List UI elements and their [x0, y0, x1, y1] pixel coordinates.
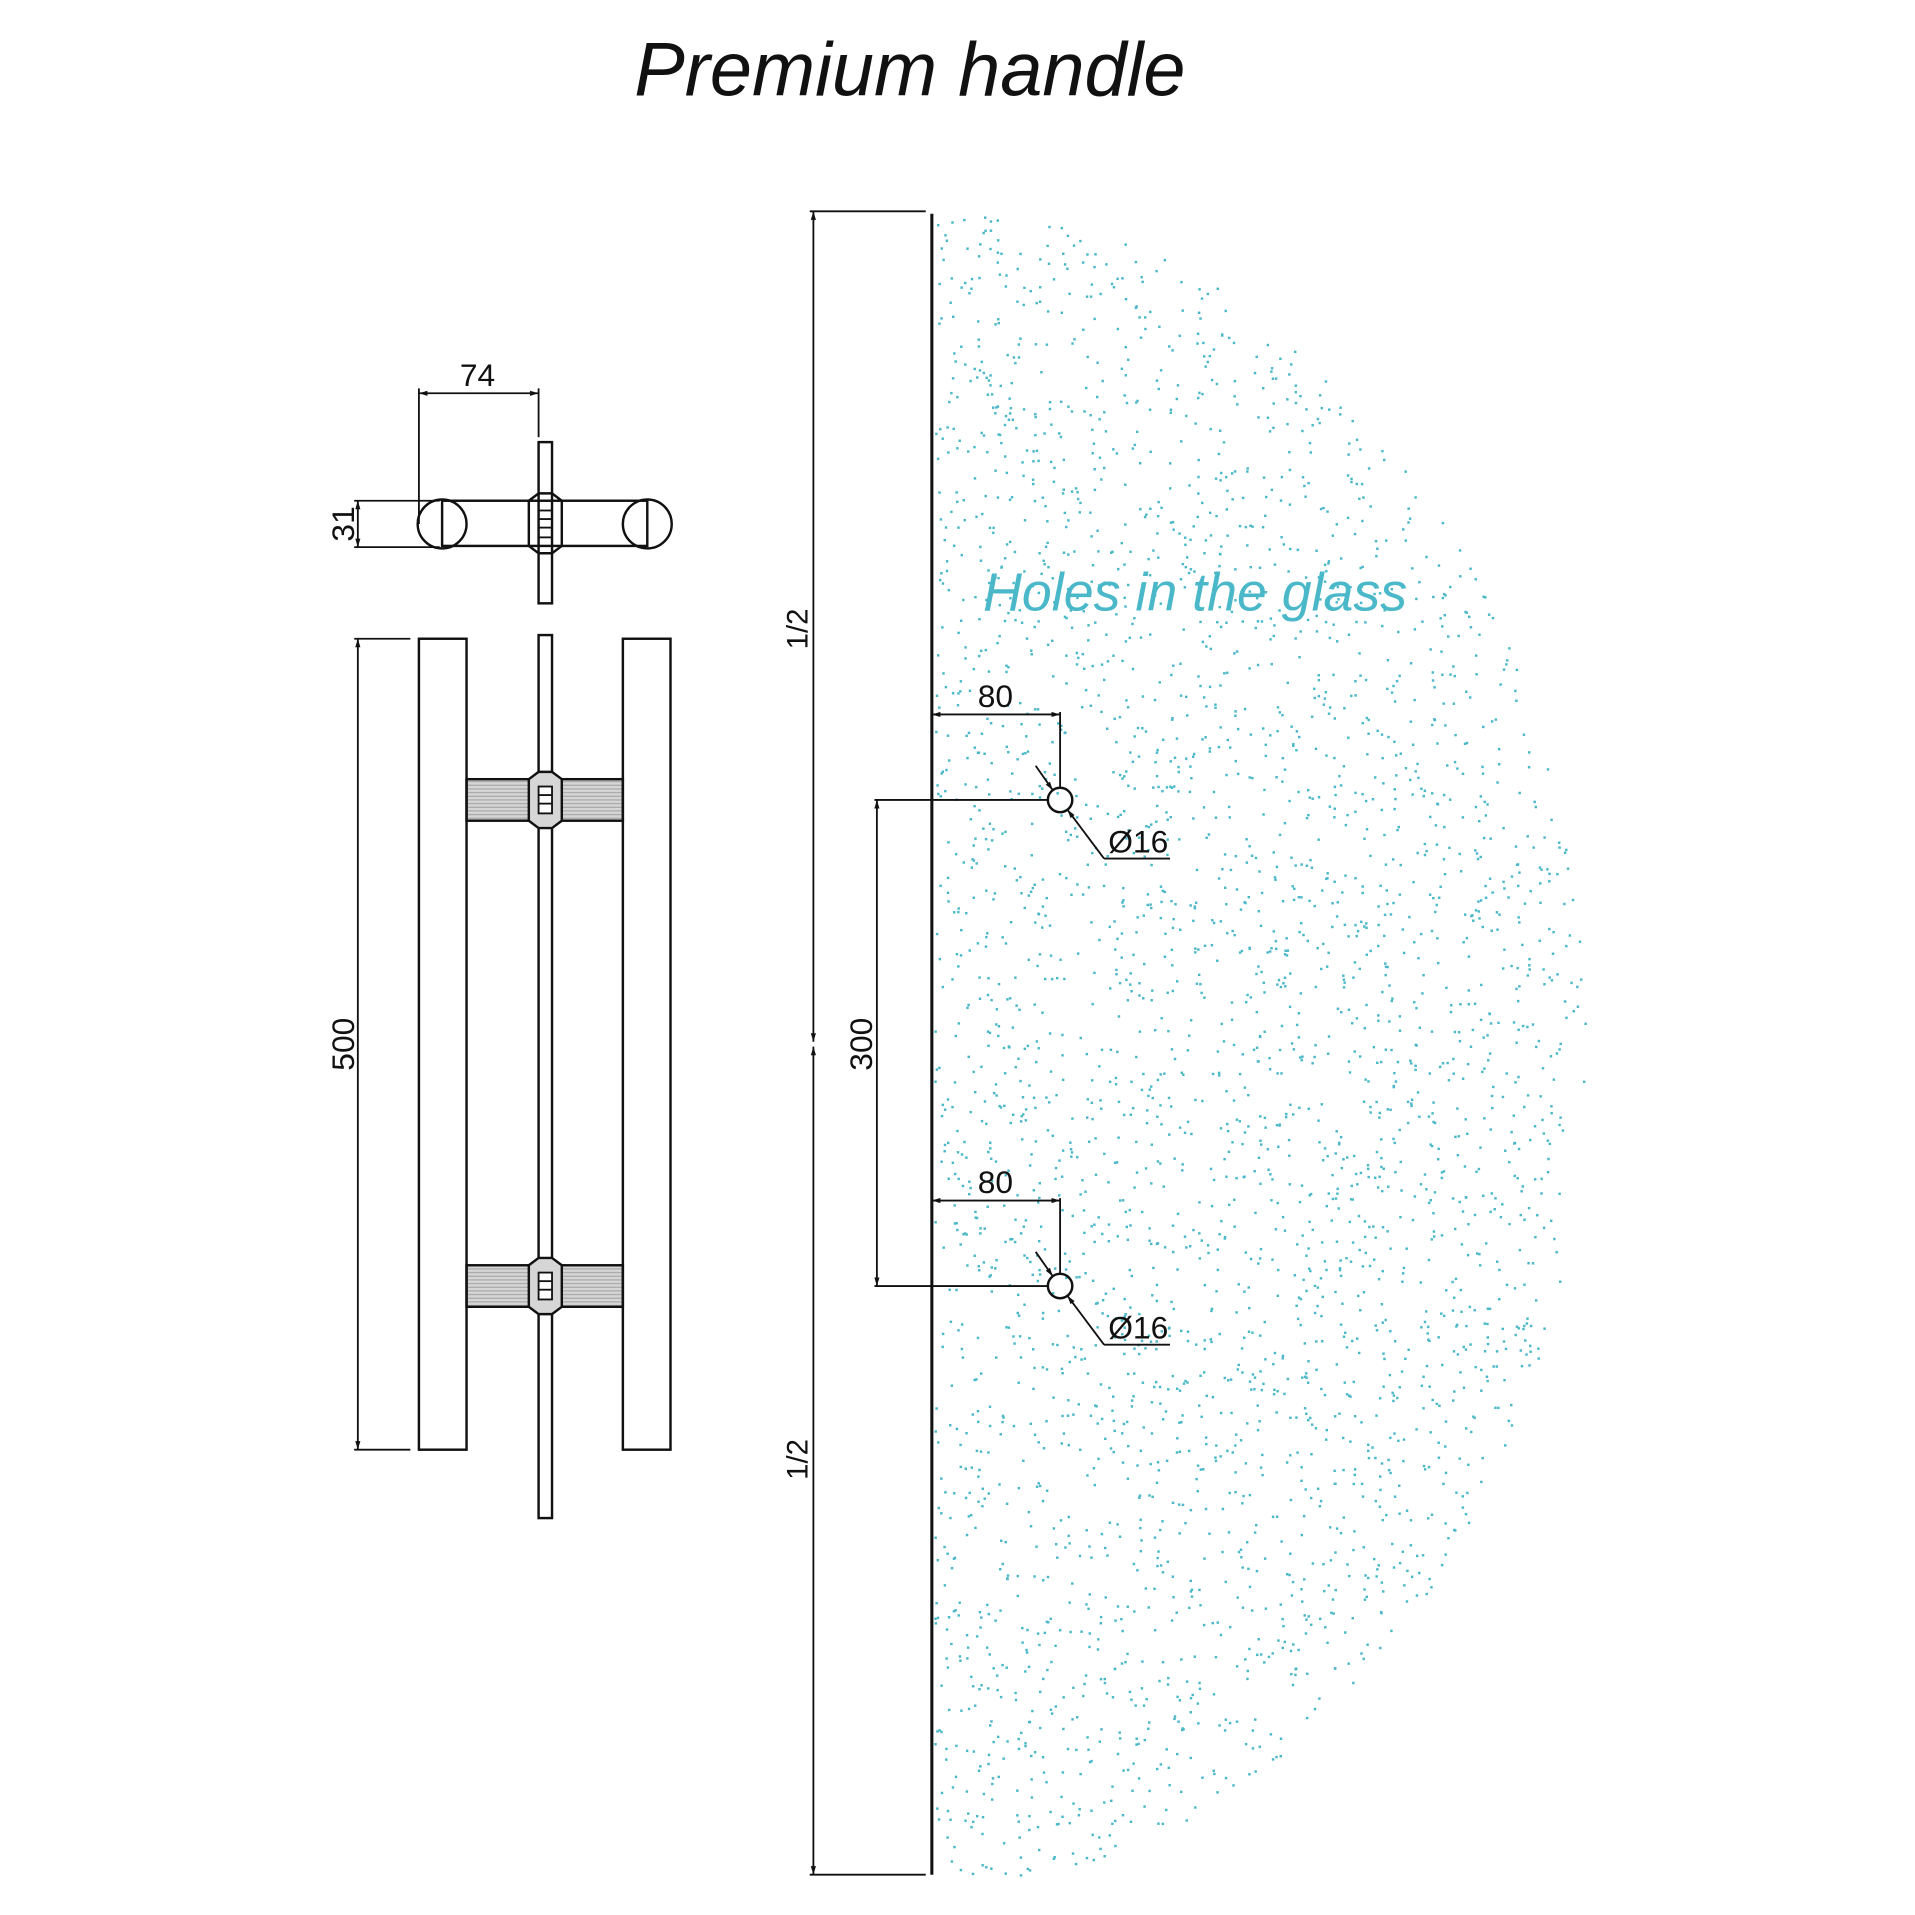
handle-bar-section-right [621, 498, 673, 550]
dim-80-bottom-label: 80 [978, 1164, 1013, 1200]
dim-300-label: 300 [843, 1018, 879, 1071]
hole-top [1046, 786, 1074, 814]
standoff-bar-top [440, 499, 649, 548]
glass-pane [537, 633, 554, 1520]
hole-bottom [1046, 1272, 1074, 1300]
glass-label: Holes in the glass [983, 563, 1407, 623]
standoff-2 [465, 1256, 625, 1316]
half-top-label: 1/2 [781, 609, 814, 650]
handle-bar-right [621, 637, 672, 1451]
glass-speckle-area [934, 216, 1587, 1877]
half-bottom-label: 1/2 [781, 1439, 814, 1480]
dim-80-top-label: 80 [978, 678, 1013, 714]
drawing-title: Premium handle [634, 27, 1185, 112]
handle-side-view: 500 [325, 633, 672, 1520]
dim-31-label: 31 [325, 506, 361, 541]
connector [527, 492, 564, 555]
dim-500-label: 500 [325, 1018, 361, 1071]
glass-section-top [537, 440, 554, 605]
glass-hole-layout: 1/2 1/2 300 80 Ø16 80 Ø16 [781, 210, 1171, 1876]
hole-top-diameter: Ø16 [1108, 823, 1168, 859]
hole-bottom-diameter: Ø16 [1108, 1310, 1168, 1346]
handle-bar-section-left [416, 498, 468, 550]
handle-top-view: 74 31 [325, 357, 673, 605]
handle-bar-left [417, 637, 468, 1451]
standoff-1 [465, 770, 625, 830]
dim-74-label: 74 [460, 357, 495, 393]
